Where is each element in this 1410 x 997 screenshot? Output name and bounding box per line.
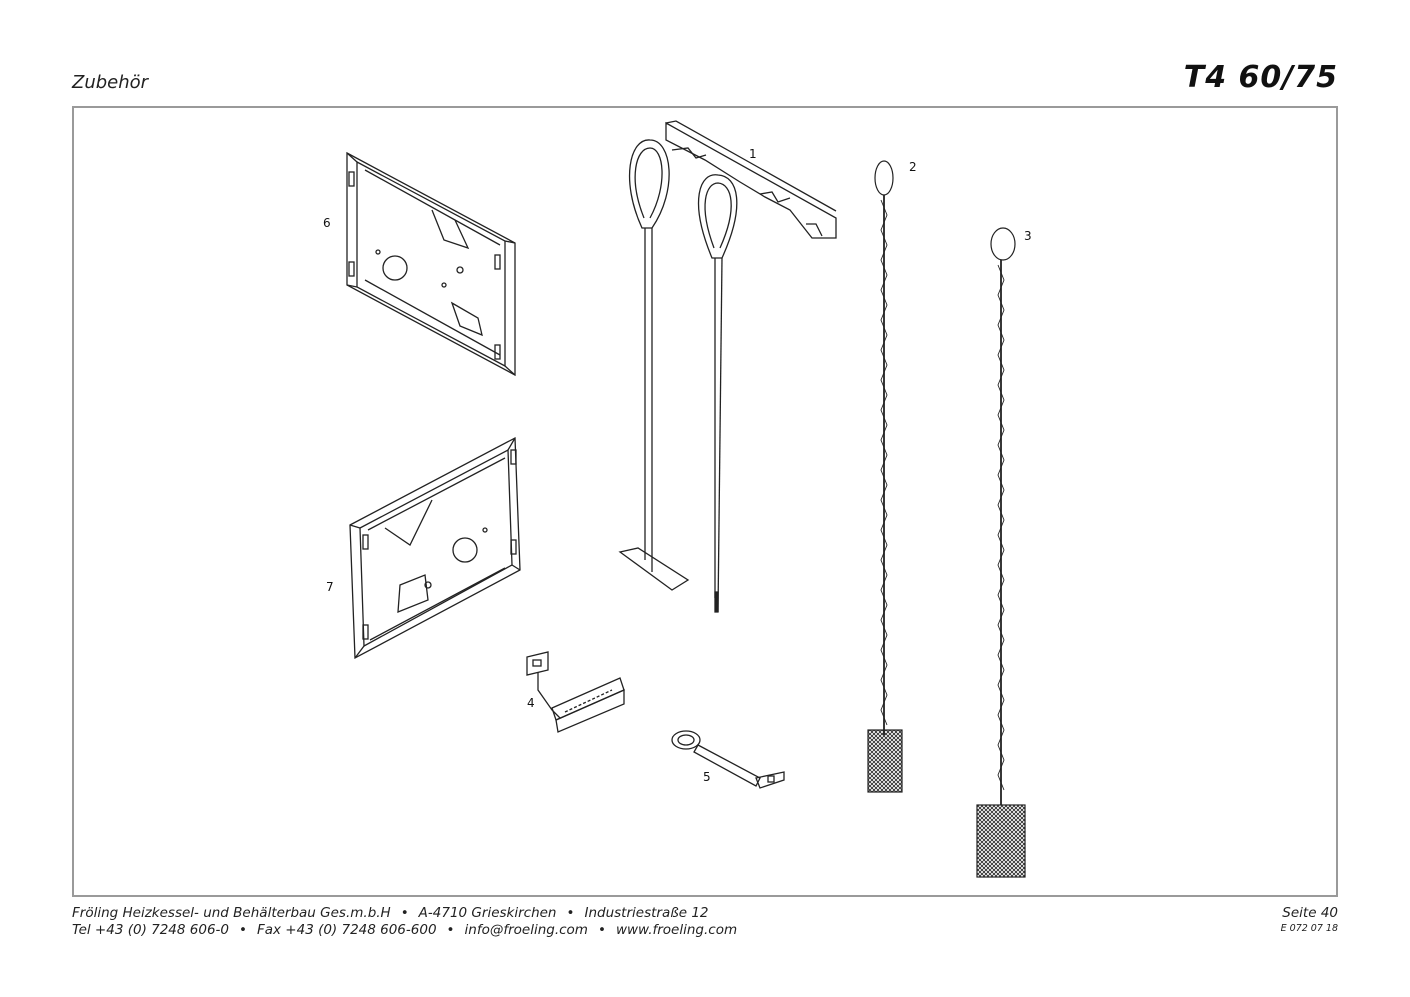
page-number: Seite 40 <box>1282 905 1338 921</box>
drawing-frame <box>72 106 1338 897</box>
company-city: A-4710 Grieskirchen <box>418 905 557 921</box>
company-footer: Fröling Heizkessel- und Behälterbau Ges.… <box>72 905 737 939</box>
callout-7: 7 <box>326 580 334 594</box>
callout-1: 1 <box>749 147 757 161</box>
callout-5: 5 <box>703 770 711 784</box>
wrench-5 <box>671 730 785 789</box>
email-address: info@froeling.com <box>464 922 588 938</box>
page-info: Seite 40 E 072 07 18 <box>1281 905 1338 936</box>
footer-address-line: Fröling Heizkessel- und Behälterbau Ges.… <box>72 905 709 921</box>
cleaning-brush-3 <box>976 227 1026 878</box>
website: www.froeling.com <box>615 922 738 938</box>
callout-3: 3 <box>1024 229 1032 243</box>
document-code: E 072 07 18 <box>1280 923 1338 934</box>
model-title: T4 60/75 <box>1183 60 1338 95</box>
footer-contact-line: Tel +43 (0) 7248 606-0•Fax +43 (0) 7248 … <box>72 922 738 938</box>
phone-number: Tel +43 (0) 7248 606-0 <box>72 922 229 938</box>
fax-number: Fax +43 (0) 7248 606-600 <box>256 922 437 938</box>
section-title: Zubehör <box>72 72 149 93</box>
company-street: Industriestraße 12 <box>584 905 709 921</box>
callout-2: 2 <box>909 160 917 174</box>
cleaning-brush-2 <box>867 160 903 793</box>
mounting-frame-7 <box>349 436 521 660</box>
callout-4: 4 <box>527 696 535 710</box>
bracket-4 <box>526 651 625 733</box>
mounting-frame-6 <box>346 151 516 377</box>
company-name: Fröling Heizkessel- und Behälterbau Ges.… <box>72 905 391 921</box>
tool-holder-1 <box>618 120 837 613</box>
callout-6: 6 <box>323 216 331 230</box>
